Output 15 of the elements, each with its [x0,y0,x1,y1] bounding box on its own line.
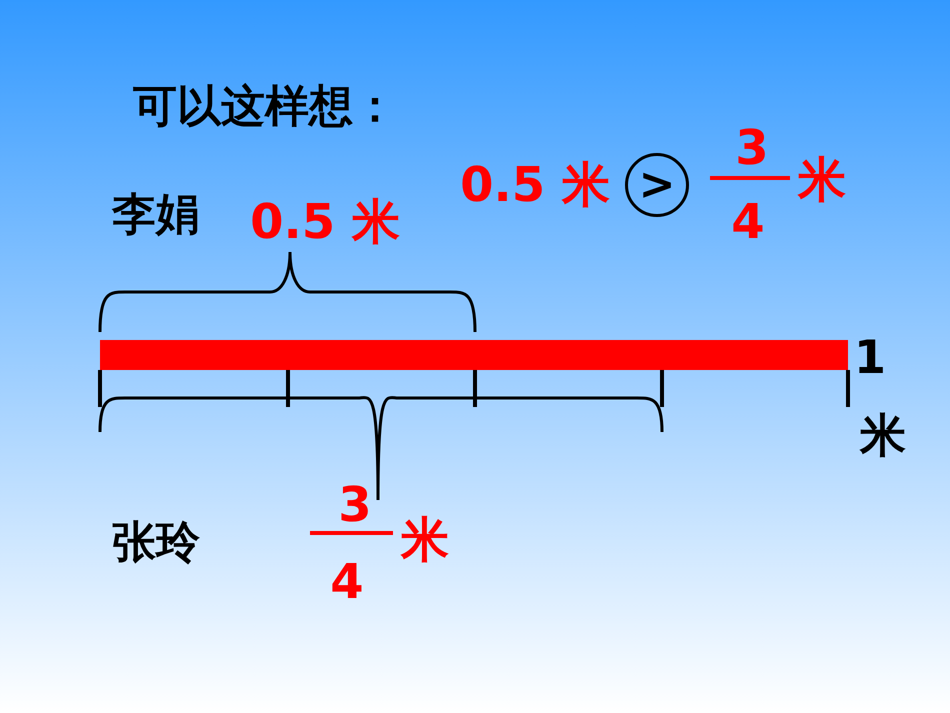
fraction-denominator: 4 [731,198,765,246]
measurement-label: 0.5 米 [460,161,610,209]
name-label: 张玲 [112,521,200,565]
title: 可以这样想： [133,85,397,129]
unit-label: 米 [798,156,846,204]
fraction-numerator: 3 [735,124,769,172]
unit-label: 米 [401,516,449,564]
measurement-label: 0.5 米 [250,198,400,246]
fraction-numerator: 3 [338,481,372,529]
name-label: 李娟 [112,193,200,237]
ruler-end-label: 1 [854,334,886,380]
fraction-denominator: 4 [330,558,364,606]
unit-label: 米 [860,412,906,458]
comparison-sign: > [638,163,676,207]
circle-outline [625,153,689,217]
